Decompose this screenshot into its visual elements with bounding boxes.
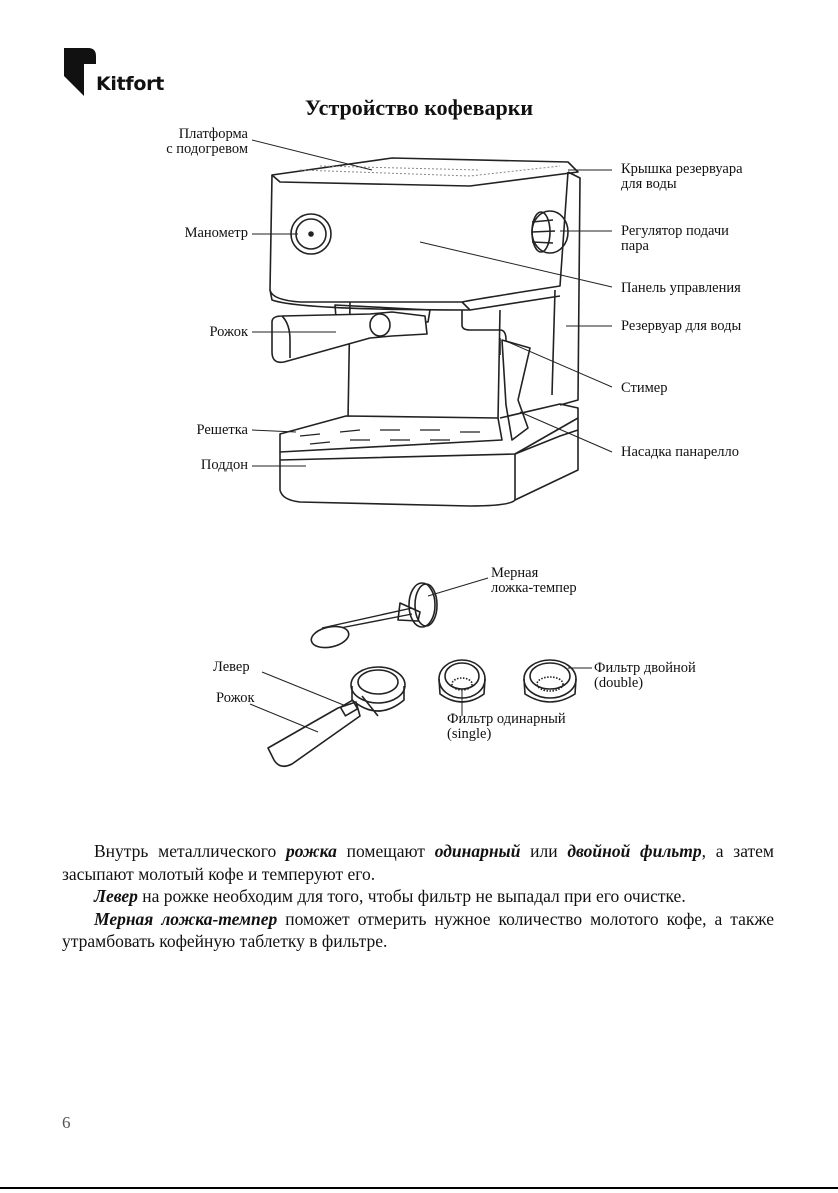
body-text: Внутрь металлического рожка помещают оди…: [62, 840, 774, 953]
label-manometer: Манометр: [184, 225, 248, 241]
label-scoop-tamper: Мерная ложка-темпер: [491, 566, 577, 596]
label-tank-lid-line1: Крышка резервуара: [621, 161, 743, 177]
label-platform-line1: Платформа: [178, 126, 248, 142]
p2-text-b: на рожке необходим для того, чтобы фильт…: [137, 886, 686, 906]
p1-emph-portafilter: рожка: [285, 841, 337, 861]
page-number: 6: [62, 1113, 71, 1132]
p1-emph-double-filter: двойной фильтр: [567, 841, 702, 861]
label-platform: Платформа с подогревом: [166, 127, 248, 157]
label-portafilter-accessory: Рожок: [216, 690, 255, 706]
bottom-rule: [0, 1187, 838, 1189]
label-lever: Левер: [213, 659, 250, 675]
label-filter-double-line2: (double): [594, 675, 644, 691]
label-panarello: Насадка панарелло: [621, 444, 740, 460]
p1-text-e: или: [520, 841, 568, 861]
paragraph-1: Внутрь металлического рожка помещают оди…: [62, 840, 774, 885]
label-water-tank: Резервуар для воды: [621, 318, 742, 334]
label-steam-control: Регулятор подачи пара: [621, 224, 729, 254]
label-filter-single-line2: (single): [447, 726, 492, 742]
label-scoop-tamper-line2: ложка-темпер: [491, 580, 577, 596]
label-steam-control-line2: пара: [621, 238, 649, 254]
label-platform-line2: с подогревом: [166, 141, 248, 157]
p3-emph-scoop: Мерная ложка-темпер: [94, 908, 278, 929]
p1-text-c: помещают: [336, 841, 435, 861]
paragraph-2: Левер на рожке необходим для того, чтобы…: [62, 885, 774, 908]
label-filter-double: Фильтр двойной (double): [594, 661, 696, 691]
p3-text-b: поможет отмерить нужное количество молот…: [62, 908, 774, 952]
kitfort-logo-icon: [64, 48, 96, 96]
p2-emph-lever: Левер: [94, 886, 138, 906]
page-title: Устройство кофеварки: [304, 95, 534, 120]
label-tray: Поддон: [200, 457, 248, 473]
paragraph-3: Мерная ложка-темпер поможет отмерить нуж…: [62, 908, 774, 953]
label-filter-single-line1: Фильтр одинарный: [447, 711, 566, 727]
p1-text-g: , а затем засыпают молотый кофе и темпер…: [62, 841, 774, 884]
label-tank-lid: Крышка резервуара для воды: [621, 162, 743, 192]
label-scoop-tamper-line1: Мерная: [491, 565, 539, 581]
label-grid: Решетка: [196, 422, 248, 438]
label-control-panel: Панель управления: [621, 280, 741, 296]
label-steamer: Стимер: [621, 380, 668, 396]
label-filter-double-line1: Фильтр двойной: [594, 660, 696, 676]
label-steam-control-line1: Регулятор подачи: [621, 223, 729, 239]
label-tank-lid-line2: для воды: [621, 176, 677, 192]
label-filter-single: Фильтр одинарный (single): [447, 712, 566, 742]
p1-emph-single: одинарный: [434, 841, 521, 861]
p1-text-a: Внутрь металлического: [94, 841, 286, 861]
brand-name: Kitfort: [96, 73, 164, 95]
label-portafilter: Рожок: [209, 324, 248, 340]
